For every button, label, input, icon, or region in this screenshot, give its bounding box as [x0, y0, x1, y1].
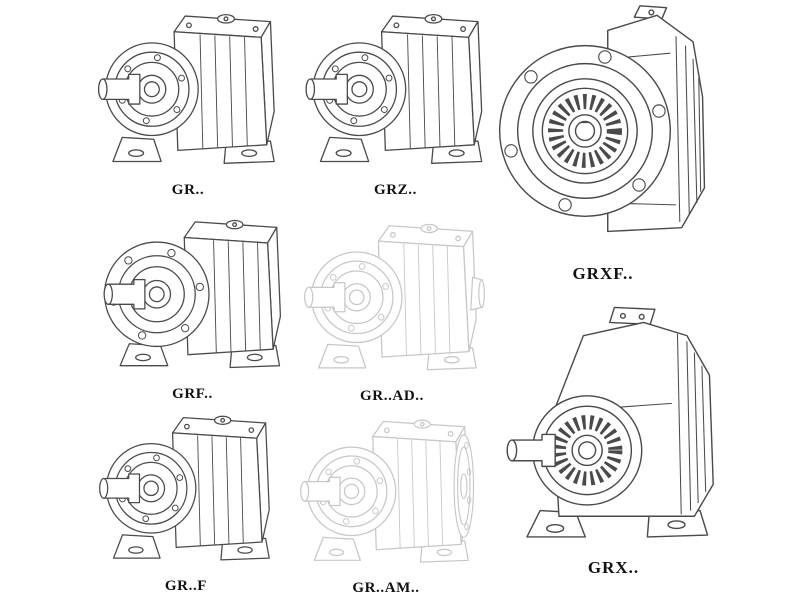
figure-gr: GR..: [88, 4, 288, 199]
flange-gearbox-drawing: [103, 219, 282, 369]
foot-gearbox-drawing: [97, 14, 275, 164]
figure-gr-f: GR..F: [88, 406, 284, 595]
figure-grx: GRX..: [496, 298, 731, 578]
label-grf: GRF..: [172, 386, 213, 402]
adapter-gearbox-drawing: [292, 214, 492, 386]
figure-gr-am: GR..AM..: [288, 410, 484, 597]
label-gr-ad: GR..AD..: [360, 388, 424, 404]
motor-flange-gearbox-drawing: [288, 410, 484, 578]
figure-gr-ad: GR..AD..: [292, 214, 492, 405]
label-grxf: GRXF..: [572, 264, 634, 283]
label-gr: GR..: [171, 182, 205, 198]
foot-gearbox-drawing: [305, 14, 483, 164]
figure-grf: GRF..: [90, 210, 295, 403]
label-gr-f: GR..F: [164, 578, 208, 594]
flange-front-gearbox-drawing: [492, 2, 714, 258]
label-gr-am: GR..AM..: [352, 580, 420, 596]
foot-gearbox-drawing: [99, 415, 270, 561]
label-grx: GRX..: [587, 558, 640, 577]
large-foot-gearbox-drawing: [496, 298, 731, 552]
figure-grxf: GRXF..: [492, 2, 714, 284]
figure-grz: GRZ..: [298, 4, 493, 199]
label-grz: GRZ..: [373, 182, 417, 198]
